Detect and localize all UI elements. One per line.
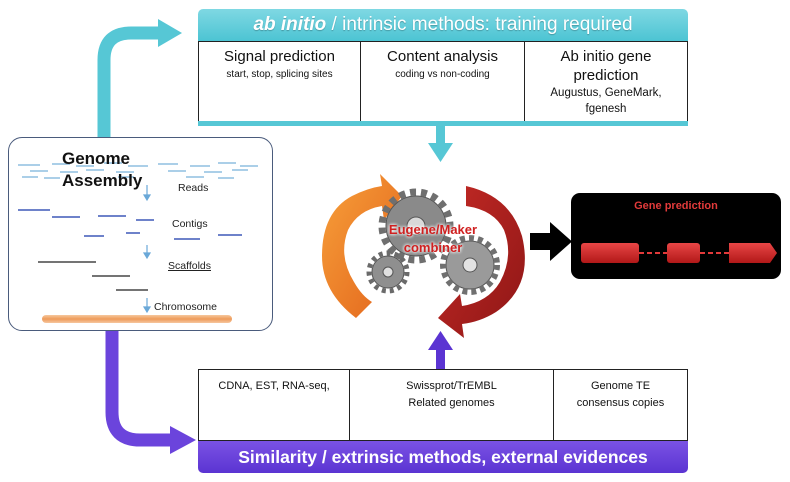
cyan-down-arrowhead xyxy=(428,143,453,162)
te-evidence-line1: Genome TE xyxy=(590,380,651,392)
ab-initio-gene-prediction-heading: Ab initio gene prediction xyxy=(560,48,652,84)
cyan-curved-arrow xyxy=(97,26,160,137)
purple-up-arrowhead xyxy=(428,331,453,350)
chromosome-bar xyxy=(42,315,232,323)
protein-evidence-line2: Related genomes xyxy=(408,397,495,409)
signal-prediction-detail: start, stop, splicing sites xyxy=(226,69,333,80)
genome-assembly-graphic xyxy=(18,162,258,323)
purple-up-arrow-shaft xyxy=(436,347,445,369)
purple-curved-arrow xyxy=(105,329,172,447)
signal-prediction-cell: Signal prediction start, stop, splicing … xyxy=(199,42,361,122)
ab-initio-header: ab initio / intrinsic methods: training … xyxy=(198,9,688,41)
transcript-evidence-cell: CDNA, EST, RNA-seq, xyxy=(199,370,350,440)
reads-segments xyxy=(18,162,258,179)
cyan-arrowhead-right xyxy=(158,19,182,47)
combiner-label-line2: combiner xyxy=(403,240,463,255)
genome-assembly-box xyxy=(8,137,273,331)
assembly-step-arrows xyxy=(142,185,152,314)
chromosome-label: Chromosome xyxy=(154,301,218,313)
contigs-segments xyxy=(18,209,242,240)
similarity-evidence-table: CDNA, EST, RNA-seq, Swissprot/TrEMBL Rel… xyxy=(198,369,688,441)
gear-icon xyxy=(366,188,500,295)
signal-prediction-heading: Signal prediction xyxy=(224,48,335,65)
ab-initio-title: / intrinsic methods: training required xyxy=(326,14,633,35)
te-evidence-cell: Genome TE consensus copies xyxy=(554,370,687,440)
ab-initio-bottom-bar xyxy=(198,121,688,126)
gene-exon-3-box xyxy=(729,243,777,263)
cyan-down-arrow-shaft xyxy=(436,126,445,146)
gene-prediction-box xyxy=(571,193,781,279)
protein-evidence-line1: Swissprot/TrEMBL xyxy=(406,380,497,392)
contigs-label: Contigs xyxy=(172,218,208,230)
reads-label: Reads xyxy=(178,182,209,194)
gene-prediction-title: Gene prediction xyxy=(634,200,718,212)
scaffolds-segments xyxy=(38,261,148,291)
gene-model xyxy=(581,243,777,263)
black-arrowhead xyxy=(550,222,572,261)
transcript-evidence-text: CDNA, EST, RNA-seq, xyxy=(218,380,330,392)
red-cycle-arrow xyxy=(438,186,525,338)
genome-assembly-title-line1: Genome xyxy=(62,149,131,168)
genome-assembly-title-line2: Assembly xyxy=(62,171,143,190)
combiner-label: Eugene/Maker combiner xyxy=(378,221,488,257)
combiner-label-line1: Eugene/Maker xyxy=(388,222,478,237)
scaffolds-label: Scaffolds xyxy=(168,260,211,272)
gene-exon-2-box xyxy=(667,243,700,263)
orange-cycle-arrow xyxy=(322,174,402,318)
content-analysis-heading: Content analysis xyxy=(387,48,498,65)
ab-initio-gene-prediction-tools: Augustus, GeneMark, fgenesh xyxy=(550,87,662,115)
content-analysis-cell: Content analysis coding vs non-coding xyxy=(361,42,525,122)
protein-evidence-cell: Swissprot/TrEMBL Related genomes xyxy=(350,370,554,440)
ab-initio-italic: ab initio xyxy=(253,14,327,35)
purple-arrowhead-right xyxy=(170,426,196,454)
ab-initio-gene-prediction-cell: Ab initio gene prediction Augustus, Gene… xyxy=(525,42,687,122)
ab-initio-methods-table: Signal prediction start, stop, splicing … xyxy=(198,41,688,122)
similarity-footer: Similarity / extrinsic methods, external… xyxy=(198,441,688,473)
content-analysis-detail: coding vs non-coding xyxy=(395,69,490,80)
te-evidence-line2: consensus copies xyxy=(576,397,665,409)
gene-exon-1-box xyxy=(581,243,639,263)
black-arrow-shaft xyxy=(530,233,555,250)
